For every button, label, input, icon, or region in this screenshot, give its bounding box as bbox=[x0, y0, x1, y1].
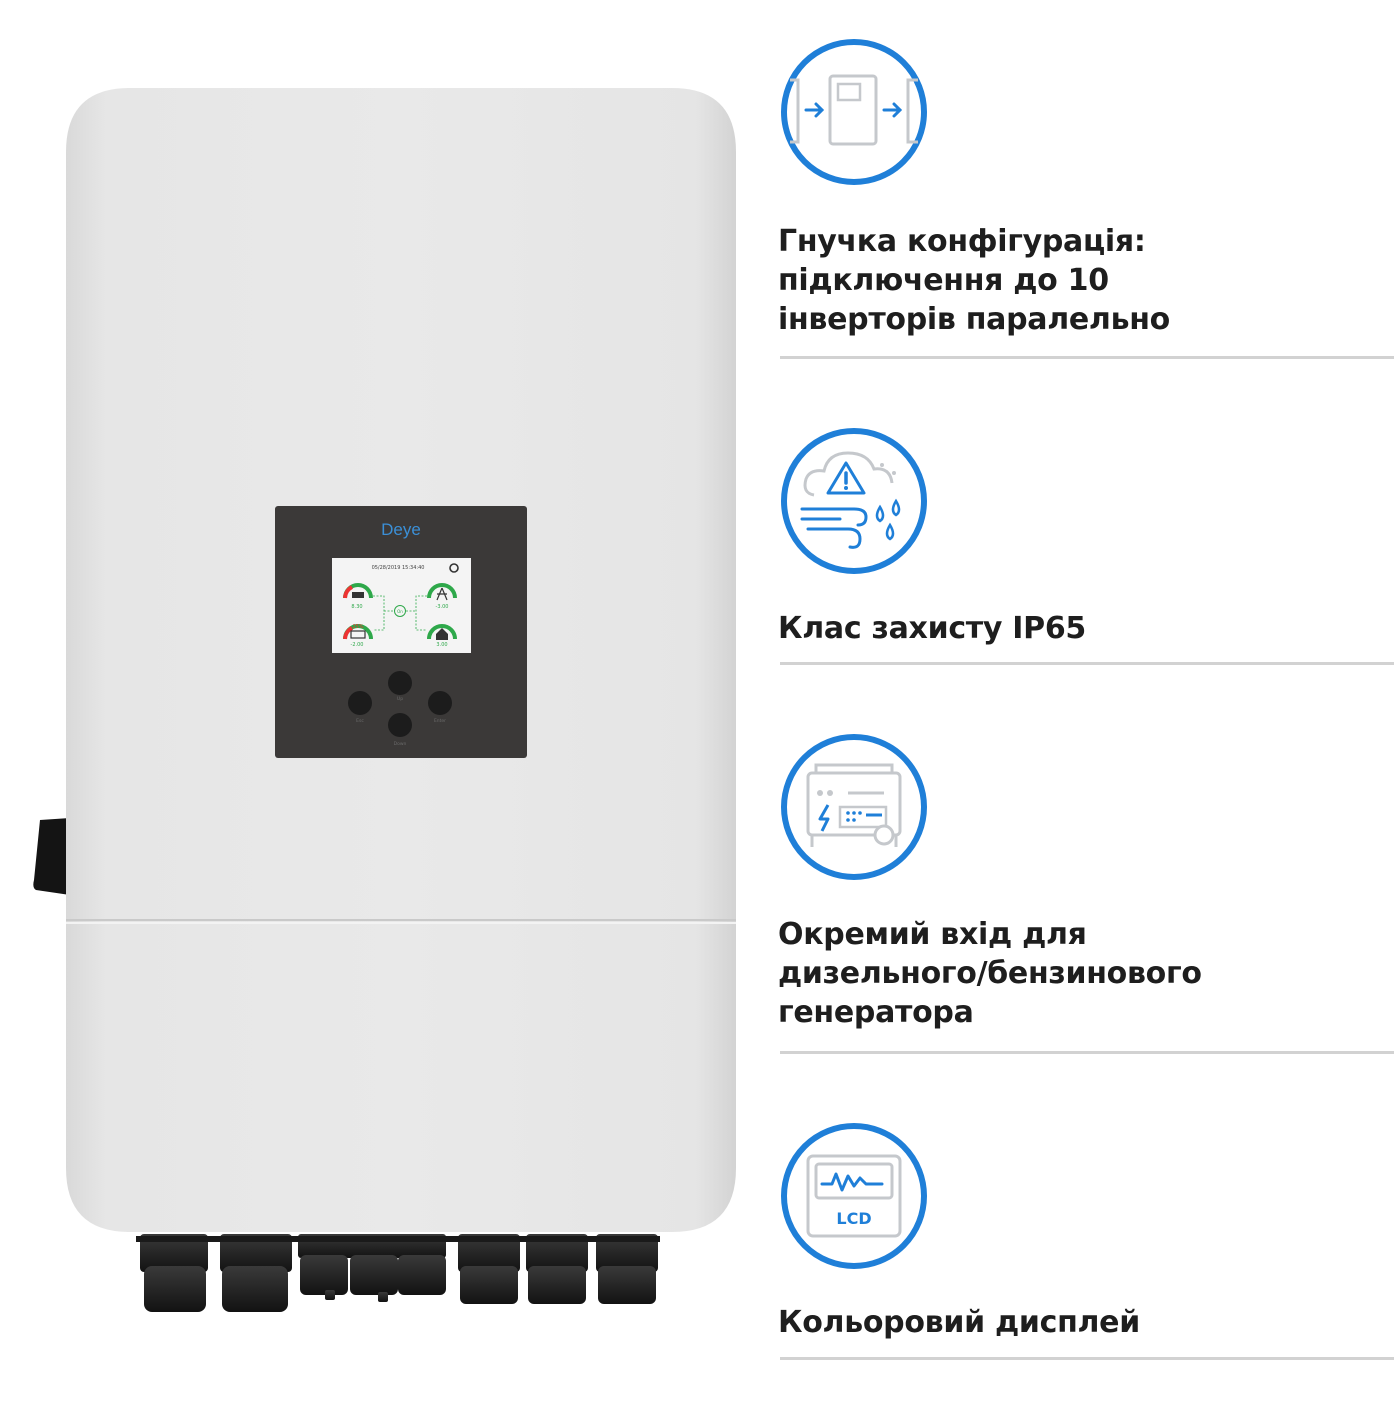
feature-text: Гнучка конфігурація: підключення до 10 і… bbox=[778, 224, 1170, 337]
esc-button-label: Esc bbox=[356, 718, 364, 724]
screen-datetime: 05/28/2019 15:34:40 bbox=[372, 565, 425, 571]
screen-gauges bbox=[343, 583, 457, 640]
enter-button-label: Enter bbox=[434, 718, 446, 724]
parallel-inverters-icon bbox=[778, 36, 930, 188]
weather-protection-icon bbox=[778, 425, 930, 577]
divider bbox=[780, 356, 1394, 359]
screen-flow-lines bbox=[373, 595, 427, 631]
control-buttons bbox=[348, 671, 452, 737]
generator-icon bbox=[778, 731, 930, 883]
gauge-grid-value: -3.00 bbox=[436, 604, 449, 610]
cable-glands bbox=[136, 1234, 660, 1312]
lcd-display-icon: LCD bbox=[778, 1120, 930, 1272]
enter-button bbox=[428, 691, 452, 715]
gauge-solar-value: 8.30 bbox=[351, 604, 362, 610]
feature-text: Клас захисту IP65 bbox=[778, 611, 1086, 646]
screen-center-label: On bbox=[397, 609, 403, 614]
up-button bbox=[388, 671, 412, 695]
gauge-battery-value: -2.00 bbox=[351, 642, 364, 648]
screen-gear-icon bbox=[449, 563, 459, 573]
brand-logo: Deye bbox=[381, 520, 421, 539]
feature-text: Кольоровий дисплей bbox=[778, 1305, 1140, 1340]
esc-button bbox=[348, 691, 372, 715]
down-button bbox=[388, 713, 412, 737]
divider bbox=[780, 1357, 1394, 1360]
divider bbox=[780, 662, 1394, 665]
up-button-label: Up bbox=[397, 696, 403, 702]
gauge-battery-soc: 25% bbox=[352, 624, 363, 630]
inverter-product-image: Deye 05/28/2019 15:34:40 8.30 -3.00 25% … bbox=[33, 88, 736, 1312]
down-button-label: Down bbox=[394, 741, 407, 747]
feature-text: Окремий вхід для дизельного/бензинового … bbox=[778, 917, 1202, 1030]
side-latch bbox=[33, 818, 70, 895]
lcd-icon-label: LCD bbox=[836, 1209, 871, 1228]
divider bbox=[780, 1051, 1394, 1054]
gauge-load-value: 3.00 bbox=[436, 642, 447, 648]
